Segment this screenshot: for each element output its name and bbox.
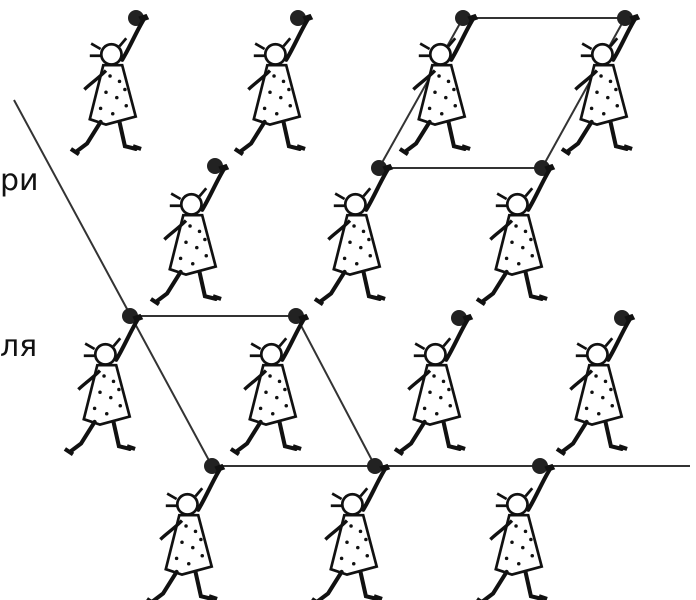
girl-figure — [395, 314, 473, 454]
girl-figure — [151, 164, 229, 304]
girl-figure — [557, 314, 635, 454]
girl-figure — [315, 164, 393, 304]
girl-figure — [65, 314, 143, 454]
girls — [65, 14, 640, 600]
girl-figure — [235, 14, 313, 154]
girl-figure — [312, 464, 390, 600]
ball — [367, 458, 383, 474]
girl-figure — [562, 14, 640, 154]
girl-figure — [147, 464, 225, 600]
girl-figure — [231, 314, 309, 454]
ball — [532, 458, 548, 474]
girl-figure — [71, 14, 149, 154]
girl-figure — [477, 164, 555, 304]
girl-figure — [477, 464, 555, 600]
girl-figure — [400, 14, 478, 154]
